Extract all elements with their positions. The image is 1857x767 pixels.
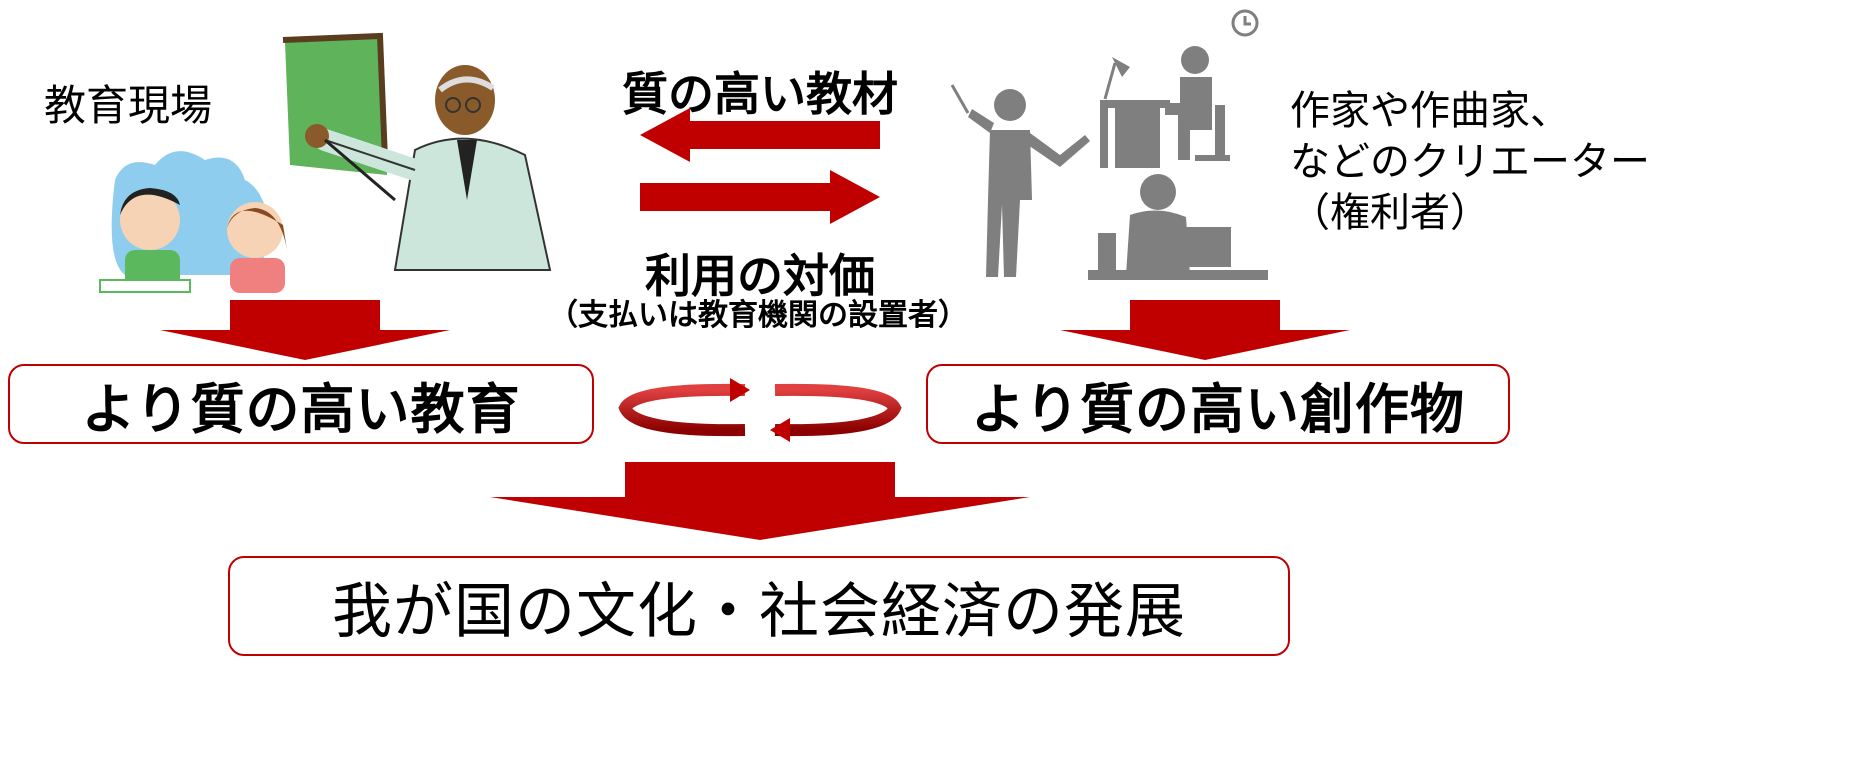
big-down-arrow-icon — [490, 462, 1030, 540]
education-site-label: 教育現場 — [44, 81, 213, 130]
cycle-arrows-icon — [618, 378, 902, 442]
final-outcome-box: 我が国の文化・社会経済の発展 — [228, 556, 1290, 656]
creations-outcome-label: より質の高い創作物 — [971, 377, 1465, 441]
creators-label: 作家や作曲家、 などのクリエーター （権利者） — [1290, 86, 1650, 240]
teacher-with-children-icon — [99, 32, 552, 293]
creators-line: などのクリエーター — [1290, 139, 1650, 186]
education-outcome-box: より質の高い教育 — [8, 364, 594, 444]
exchange-bottom-label: 利用の対価 — [645, 249, 875, 303]
left-arrow-icon — [640, 108, 880, 162]
creations-outcome-box: より質の高い創作物 — [926, 364, 1510, 444]
creators-pictogram-icon — [950, 9, 1268, 280]
education-outcome-label: より質の高い教育 — [81, 377, 521, 441]
down-arrow-icon — [1060, 300, 1350, 360]
final-outcome-label: 我が国の文化・社会経済の発展 — [332, 576, 1186, 647]
down-arrow-icon — [160, 300, 450, 360]
payment-note: （支払いは教育機関の設置者） — [548, 298, 968, 333]
right-arrow-icon — [640, 170, 880, 224]
exchange-top-label: 質の高い教材 — [622, 67, 898, 121]
creators-line: （権利者） — [1290, 190, 1490, 237]
creators-line: 作家や作曲家、 — [1290, 88, 1570, 134]
